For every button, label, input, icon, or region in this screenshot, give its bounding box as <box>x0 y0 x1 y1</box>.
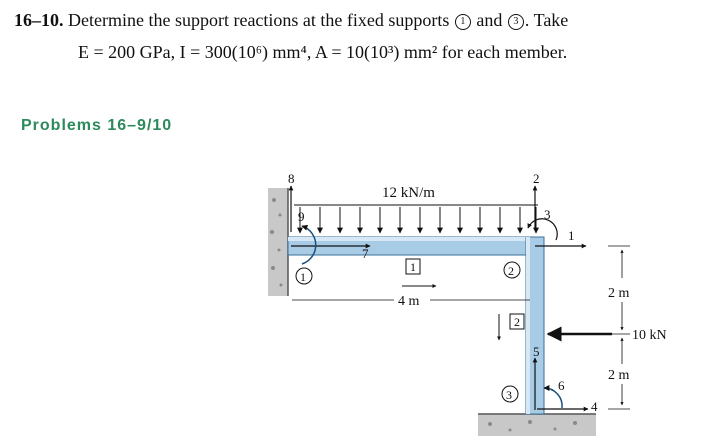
svg-text:1: 1 <box>300 270 306 284</box>
problem-number: 16–10. <box>14 10 64 30</box>
support-a-symbol: 1 <box>454 14 471 30</box>
dof-arrow-6 <box>543 384 563 409</box>
svg-text:1: 1 <box>410 260 416 274</box>
node-1-label: 1 <box>295 267 313 285</box>
problem-statement: 16–10. Determine the support reactions a… <box>14 8 568 62</box>
svg-text:2: 2 <box>508 264 514 278</box>
dof-label-1: 1 <box>568 228 575 243</box>
support-b-symbol: 3 <box>507 14 524 30</box>
beam-highlight <box>288 237 544 241</box>
vertical-dimension <box>608 245 630 410</box>
dof-label-2: 2 <box>533 171 540 186</box>
dof-label-7: 7 <box>362 246 369 261</box>
problem-text: Determine the support reactions at the f… <box>68 10 450 30</box>
point-load-label: 10 kN <box>632 328 667 343</box>
dof-label-6: 6 <box>558 378 565 393</box>
dim-horizontal-label: 4 m <box>398 294 420 309</box>
member-2-label: 2 <box>509 313 525 330</box>
dim-lower-label: 2 m <box>608 368 630 383</box>
node-2-label: 2 <box>503 261 521 279</box>
column-highlight <box>526 237 530 414</box>
load-label: 12 kN/m <box>382 185 435 201</box>
distributed-load <box>294 204 539 234</box>
dof-arrow-3 <box>527 218 558 241</box>
problem-text-end: . Take <box>524 10 569 30</box>
dof-label-3: 3 <box>544 207 551 222</box>
dof-arrow-9 <box>301 224 317 265</box>
left-fixed-support <box>268 188 289 296</box>
problem-line-1: 16–10. Determine the support reactions a… <box>14 8 568 32</box>
member-1-label: 1 <box>405 258 421 275</box>
problem-line-2: E = 200 GPa, I = 300(10⁶) mm⁴, A = 10(10… <box>78 42 568 62</box>
svg-text:2: 2 <box>514 315 520 329</box>
section-label: Problems 16–9/10 <box>21 117 173 134</box>
node-3-label: 3 <box>501 385 519 403</box>
svg-text:3: 3 <box>506 388 512 402</box>
dim-upper-label: 2 m <box>608 286 630 301</box>
bottom-fixed-support <box>478 413 596 436</box>
dof-label-5: 5 <box>533 344 540 359</box>
conjunction-text: and <box>476 10 503 30</box>
dof-label-8: 8 <box>288 171 295 186</box>
dof-label-9: 9 <box>298 209 305 224</box>
dof-label-4: 4 <box>591 399 598 414</box>
